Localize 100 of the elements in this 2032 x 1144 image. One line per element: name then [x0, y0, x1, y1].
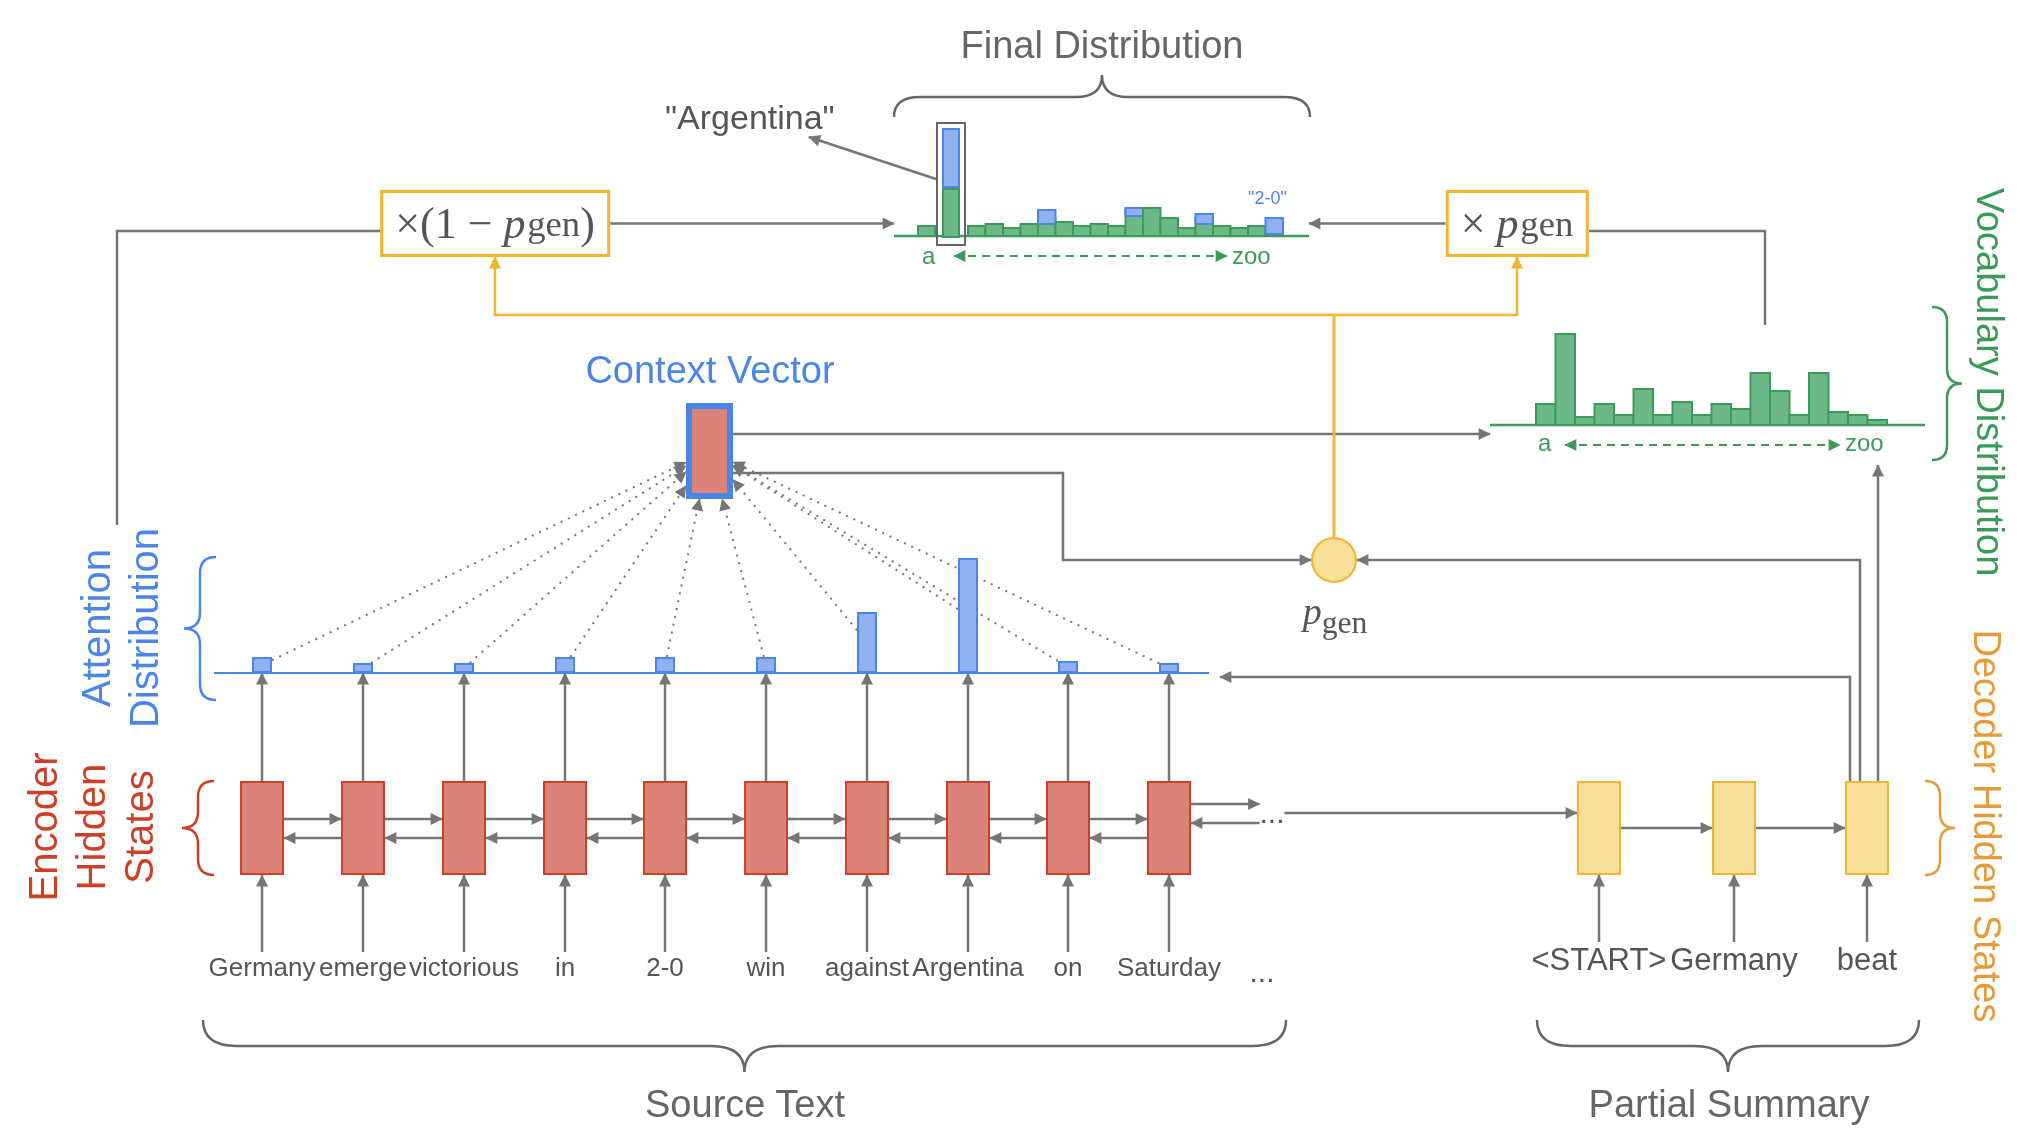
arrow	[760, 672, 772, 781]
arrow	[1332, 256, 1523, 537]
section-label: Context Vector	[584, 349, 836, 392]
arrow	[1728, 874, 1740, 942]
callout-label: "Argentina"	[665, 98, 835, 137]
arrow	[559, 874, 571, 952]
arrow	[458, 672, 470, 781]
dotted-arrow	[468, 470, 687, 664]
arrow	[1090, 813, 1148, 825]
hidden-state-box	[240, 781, 284, 875]
arrow	[686, 832, 744, 844]
arrow	[1163, 672, 1175, 781]
token-label: <START>	[1531, 942, 1667, 978]
arrow	[458, 874, 470, 952]
hidden-state-box	[1147, 781, 1191, 875]
dotted-arrow	[271, 461, 687, 662]
arrow	[1062, 874, 1074, 952]
arrow	[889, 813, 947, 825]
connector-line	[1588, 229, 1767, 325]
token-label: win	[746, 952, 786, 983]
token-label: victorious	[409, 952, 519, 983]
token-label: on	[1053, 952, 1083, 983]
section-label: Encoder Hidden States	[20, 751, 162, 904]
arrow	[486, 813, 544, 825]
attention-bar	[655, 657, 675, 673]
arrow	[284, 813, 342, 825]
arrow	[1062, 672, 1074, 781]
token-label: beat	[1836, 942, 1898, 978]
arrow	[962, 874, 974, 952]
arrow	[385, 813, 443, 825]
arrow	[1872, 464, 1884, 781]
attention-bar	[353, 663, 373, 673]
arrow	[256, 874, 268, 952]
arrow	[760, 874, 772, 952]
section-label: Vocabulary Distribution	[1968, 187, 2012, 577]
arrow	[1621, 822, 1713, 834]
dotted-arrow	[732, 461, 1160, 665]
arrow	[861, 672, 873, 781]
attention-bar	[857, 612, 877, 673]
arrow	[808, 134, 937, 181]
token-label: Argentina	[912, 952, 1024, 983]
arrow	[1190, 817, 1260, 829]
attention-bar	[555, 657, 575, 673]
hidden-state-box	[442, 781, 486, 875]
dotted-arrow	[732, 465, 959, 611]
hidden-state-box	[1046, 781, 1090, 875]
arrow	[687, 813, 745, 825]
hidden-state-box	[744, 781, 788, 875]
arrow	[283, 832, 341, 844]
arrow	[256, 672, 268, 781]
token-label: Germany	[1670, 942, 1798, 978]
dotted-arrow	[719, 498, 765, 658]
section-label: Source Text	[645, 1082, 845, 1127]
ellipsis: ...	[1249, 954, 1275, 990]
dotted-arrow	[665, 498, 704, 658]
arrow	[1219, 671, 1852, 781]
arrow	[1861, 874, 1873, 942]
arrow	[1308, 217, 1446, 230]
token-label: 2-0	[646, 952, 684, 983]
bar-label: "2-0"	[1248, 188, 1287, 209]
arrow	[609, 217, 895, 230]
connector-line	[115, 229, 381, 525]
dotted-arrow	[732, 478, 858, 632]
section-label: Partial Summary	[1588, 1082, 1870, 1127]
arrow	[586, 832, 643, 844]
token-label: Germany	[208, 952, 316, 983]
arrow	[1284, 807, 1578, 819]
arrow	[659, 874, 671, 952]
arrow	[1089, 832, 1147, 844]
axis-label: zoo	[1232, 242, 1271, 270]
variable-label: p$_{gen}$	[1299, 589, 1369, 641]
arrow	[559, 672, 571, 781]
arrow	[861, 874, 873, 952]
arrow	[788, 813, 846, 825]
arrow	[1356, 554, 1862, 781]
dotted-arrow	[370, 464, 687, 664]
section-label: Decoder Hidden States	[1965, 629, 2009, 1023]
attention-bar	[958, 558, 978, 673]
attention-bar	[1159, 663, 1179, 673]
arrow	[1756, 822, 1846, 834]
arrow	[1163, 874, 1175, 952]
arrow	[787, 832, 845, 844]
axis-label: a	[922, 242, 936, 270]
arrow	[357, 672, 369, 781]
arrow	[989, 832, 1046, 844]
hidden-state-box	[643, 781, 687, 875]
arrow	[587, 813, 644, 825]
hidden-state-box	[845, 781, 889, 875]
arrow	[485, 832, 543, 844]
token-label: against	[825, 952, 909, 983]
attention-bar	[756, 657, 776, 673]
attention-bar	[252, 657, 272, 673]
section-label: Final Distribution	[960, 23, 1244, 68]
hidden-state-box	[1845, 781, 1889, 875]
arrow	[1191, 798, 1261, 810]
dotted-arrow	[732, 464, 1059, 662]
arrow	[888, 832, 946, 844]
token-label: in	[554, 952, 576, 983]
arrow	[962, 672, 974, 781]
arrow	[990, 813, 1047, 825]
